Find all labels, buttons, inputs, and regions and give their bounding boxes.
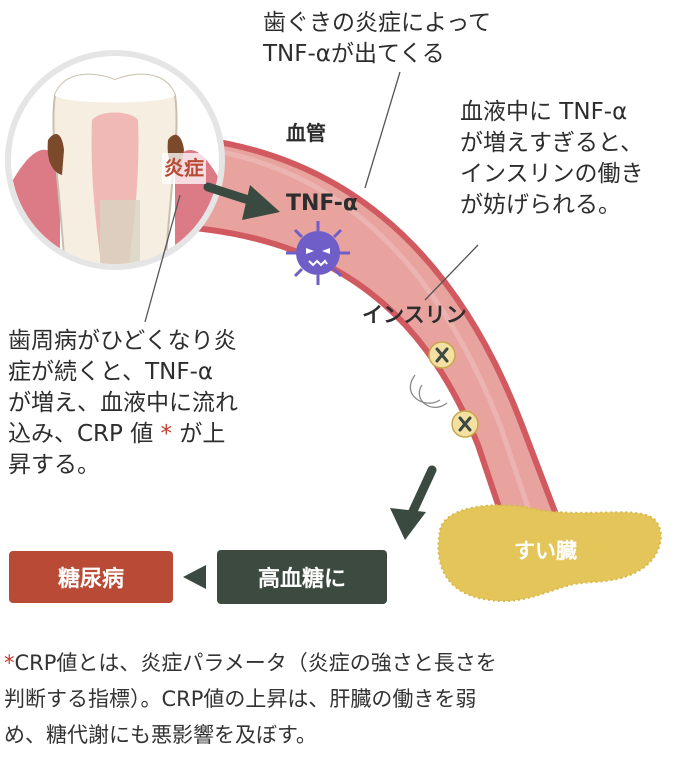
insulin-label: インスリン: [362, 303, 467, 327]
pancreas-shape: [437, 504, 662, 603]
tnf-label: TNF-α: [286, 191, 359, 216]
arrow-left-icon: [183, 565, 206, 589]
footnote-line3: め、糖代謝にも悪影響を及ぼす。: [4, 723, 317, 747]
diabetes-box: 糖尿病: [9, 551, 173, 603]
footnote-line1-text: CRP値とは、炎症パラメータ（炎症の強さと長さを: [14, 651, 497, 675]
pancreas-label: すい臓: [514, 539, 577, 563]
footnote-line1-star: *: [4, 651, 15, 675]
arrow-right-icon: [203, 182, 280, 220]
insulin-block-line4: が妨げられる。: [460, 192, 621, 218]
arrow-down-icon: [390, 465, 437, 540]
insulin-molecule-icon: [418, 341, 456, 409]
inflammation-label: 炎症: [162, 153, 206, 184]
footnote: *CRP値とは、炎症パラメータ（炎症の強さと長さを 判断する指標）。CRP値の上…: [4, 645, 497, 753]
insulin-block-line3: インスリンの働き: [460, 161, 644, 187]
footnote-line1: *CRP値とは、炎症パラメータ（炎症の強さと長さを: [4, 645, 497, 681]
tooth-icon: [5, 50, 225, 270]
perio-line5: 昇する。: [8, 452, 100, 478]
tnf-origin-line1: 歯ぐきの炎症によって: [263, 10, 492, 36]
hyperglycemia-box: 高血糖に: [217, 550, 387, 604]
perio-line2: 症が続くと、TNF-α: [8, 359, 214, 385]
footnote-line2: 判断する指標）。CRP値の上昇は、肝臓の働きを弱: [4, 687, 477, 711]
footnote-star: *: [160, 421, 173, 447]
perio-line4-a: 込み、CRP 値: [8, 421, 154, 447]
perio-line4-b: が上: [179, 421, 226, 447]
insulin-block-line2: が増えすぎると、: [460, 130, 644, 156]
vessel-label: 血管: [286, 121, 326, 145]
perio-line3: が増え、血液中に流れ: [8, 390, 238, 416]
perio-line1: 歯周病がひどくなり炎: [8, 328, 237, 354]
insulin-molecule-icon: [451, 410, 479, 438]
tnf-origin-line2: TNF-αが出てくる: [263, 41, 445, 67]
virus-icon: [286, 221, 350, 285]
insulin-block-line1: 血液中に TNF-α: [460, 99, 628, 125]
perio-line4: 込み、CRP 値 * が上: [8, 419, 238, 450]
